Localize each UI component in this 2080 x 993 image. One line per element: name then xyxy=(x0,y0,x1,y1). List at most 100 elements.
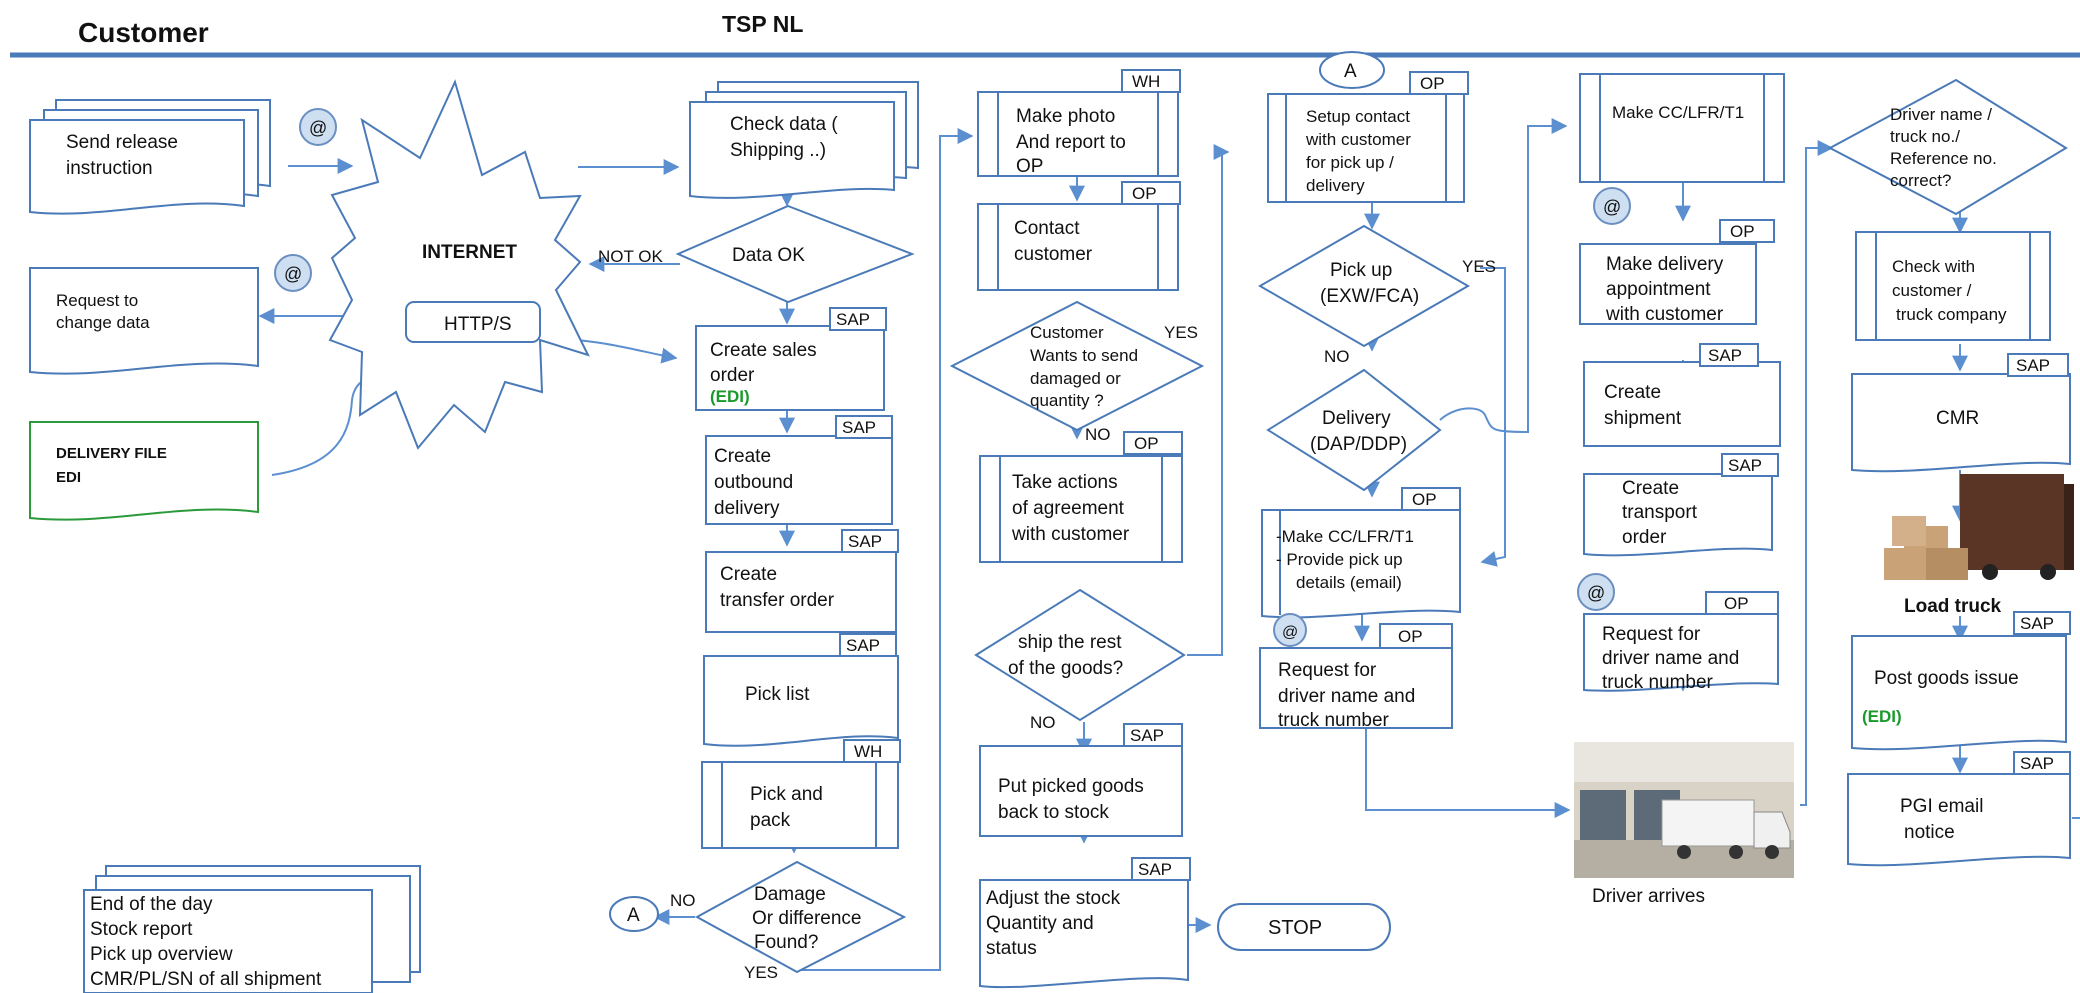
setup-contact-box: OP Setup contact with customer for pick … xyxy=(1267,71,1469,203)
make-photo-line-2: And report to xyxy=(1016,132,1126,153)
op-tag: OP xyxy=(1132,184,1157,203)
post-goods-doc: SAP Post goods issue (EDI) xyxy=(1851,611,2071,751)
email-icon: @ xyxy=(1273,613,1307,647)
pgi-email-doc: SAP PGI email notice xyxy=(1847,751,2071,867)
check-data-line-1: Check data ( xyxy=(730,114,838,135)
create-sales-order-line-2: order xyxy=(710,365,755,386)
connector-a-top: A xyxy=(1319,51,1385,89)
damage-line-1: Damage xyxy=(754,884,826,905)
end-of-day-line-1: End of the day xyxy=(90,894,213,915)
make-photo-line-1: Make photo xyxy=(1016,106,1115,127)
request-change-line-2: change data xyxy=(56,313,150,332)
svg-text:@: @ xyxy=(309,118,327,138)
put-back-box: SAP Put picked goods back to stock xyxy=(979,723,1183,837)
request-driver-op-line-3: truck number xyxy=(1278,710,1390,731)
check-with-line-2: customer / xyxy=(1892,281,1972,300)
sap-tag: SAP xyxy=(2020,754,2054,773)
send-release-doc: Send release instruction xyxy=(29,99,271,215)
sap-tag: SAP xyxy=(2020,614,2054,633)
make-cc-op-line-3: details (email) xyxy=(1296,573,1402,592)
contact-customer-box: OP Contact customer xyxy=(977,181,1181,291)
end-of-day-line-2: Stock report xyxy=(90,919,193,940)
create-shipment-line-2: shipment xyxy=(1604,408,1682,429)
make-cc-op-line-2: - Provide pick up xyxy=(1276,550,1403,569)
put-back-line-1: Put picked goods xyxy=(998,776,1144,797)
driver-check-line-1: Driver name / xyxy=(1890,105,1992,124)
setup-contact-line-1: Setup contact xyxy=(1306,107,1410,126)
stop-terminal: STOP xyxy=(1217,903,1391,951)
take-actions-line-2: of agreement xyxy=(1012,498,1125,519)
edi-tag: (EDI) xyxy=(1862,707,1902,726)
email-icon: @ xyxy=(274,254,312,292)
driver-check-line-3: Reference no. xyxy=(1890,149,1997,168)
op-tag: OP xyxy=(1398,627,1423,646)
email-icon: @ xyxy=(299,108,337,146)
contact-customer-line-2: customer xyxy=(1014,244,1093,265)
driver-check-line-4: correct? xyxy=(1890,171,1951,190)
connector-a-label: A xyxy=(627,905,640,926)
yes-label: YES xyxy=(1462,257,1496,276)
customer-wants-decision: Customer Wants to send damaged or quanti… xyxy=(949,300,1205,432)
end-of-day-doc: End of the day Stock report Pick up over… xyxy=(83,865,421,993)
svg-text:@: @ xyxy=(284,264,302,284)
sap-tag: SAP xyxy=(1728,456,1762,475)
email-icon: @ xyxy=(1593,187,1631,225)
op-tag: OP xyxy=(1420,74,1445,93)
send-release-line-1: Send release xyxy=(66,132,178,153)
wh-tag: WH xyxy=(1132,72,1160,91)
check-with-line-3: truck company xyxy=(1896,305,2007,324)
adjust-stock-line-3: status xyxy=(986,938,1037,959)
pick-pack-box: WH Pick and pack xyxy=(701,739,901,849)
make-appointment-line-2: appointment xyxy=(1606,279,1711,300)
contact-customer-line-1: Contact xyxy=(1014,218,1080,239)
create-transfer-line-2: transfer order xyxy=(720,590,835,611)
take-actions-box: OP Take actions of agreement with custom… xyxy=(979,431,1183,563)
pick-up-line-2: (EXW/FCA) xyxy=(1320,286,1419,307)
load-truck-label: Load truck xyxy=(1904,596,2002,617)
make-photo-box: WH Make photo And report to OP xyxy=(977,69,1181,177)
request-driver-line-2: driver name and xyxy=(1602,648,1739,669)
create-outbound-box: SAP Create outbound delivery xyxy=(705,415,893,525)
internet-cloud: INTERNET HTTP/S xyxy=(328,79,590,450)
check-with-box: Check with customer / truck company xyxy=(1855,231,2051,341)
make-cc-op-box: OP -Make CC/LFR/T1 - Provide pick up det… xyxy=(1261,487,1461,619)
email-icon: @ xyxy=(1577,573,1615,611)
customer-wants-line-2: Wants to send xyxy=(1030,346,1138,365)
pgi-email-line-1: PGI email xyxy=(1900,796,1983,817)
delivery-file-edi: EDI xyxy=(56,469,81,486)
request-driver-line-1: Request for xyxy=(1602,624,1701,645)
create-transport-line-2: transport xyxy=(1622,502,1698,523)
svg-text:@: @ xyxy=(1587,583,1605,603)
create-transport-line-1: Create xyxy=(1622,478,1679,499)
create-shipment-box: SAP Create shipment xyxy=(1583,343,1781,447)
create-transport-line-3: order xyxy=(1622,527,1667,548)
no-label: NO xyxy=(1324,347,1350,366)
sap-tag: SAP xyxy=(2016,356,2050,375)
pick-up-line-1: Pick up xyxy=(1330,260,1392,281)
op-tag: OP xyxy=(1730,222,1755,241)
make-appointment-line-3: with customer xyxy=(1605,304,1724,325)
stop-label: STOP xyxy=(1268,917,1322,939)
create-sales-order-box: SAP Create sales order (EDI) xyxy=(695,307,887,411)
create-outbound-line-2: outbound xyxy=(714,472,793,493)
post-goods-label: Post goods issue xyxy=(1874,668,2019,689)
https-label: HTTP/S xyxy=(444,314,512,335)
delivery-file-doc: DELIVERY FILE EDI xyxy=(29,421,259,521)
data-ok-decision: Data OK xyxy=(675,204,915,304)
check-data-line-2: Shipping ..) xyxy=(730,140,826,161)
svg-text:@: @ xyxy=(1282,624,1298,641)
damage-line-3: Found? xyxy=(754,932,818,953)
customer-wants-line-4: quantity ? xyxy=(1030,391,1104,410)
make-photo-line-3: OP xyxy=(1016,156,1043,177)
cmr-doc: SAP CMR xyxy=(1851,353,2071,473)
yes-label: YES xyxy=(1164,323,1198,342)
adjust-stock-line-1: Adjust the stock xyxy=(986,888,1121,909)
delivery-decision: Delivery (DAP/DDP) xyxy=(1266,368,1442,492)
op-tag: OP xyxy=(1724,594,1749,613)
edi-tag: (EDI) xyxy=(710,387,750,406)
customer-wants-line-1: Customer xyxy=(1030,323,1104,342)
put-back-line-2: back to stock xyxy=(998,802,1109,823)
pick-list-label: Pick list xyxy=(745,684,810,705)
end-of-day-line-4: CMR/PL/SN of all shipment xyxy=(90,969,322,990)
connector-a-label: A xyxy=(1344,61,1357,82)
